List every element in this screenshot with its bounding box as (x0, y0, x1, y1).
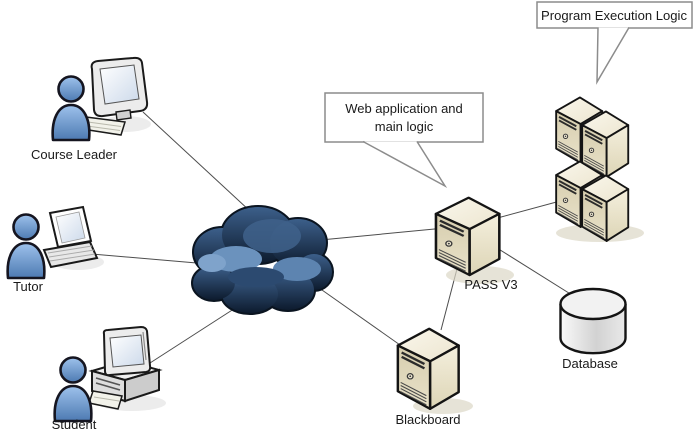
student-label: Student (52, 417, 97, 432)
blackboard-node: Blackboard (395, 327, 473, 427)
callout-pointer (596, 27, 630, 85)
monitor-screen (99, 64, 140, 105)
callout-program-execution: Program Execution Logic (536, 1, 693, 85)
pass-v3-label: PASS V3 (464, 277, 517, 292)
server-rack-icon (555, 96, 644, 242)
callout-program-label: Program Execution Logic (541, 8, 687, 23)
pass-v3-node: PASS V3 (434, 196, 518, 292)
callout-pointer (362, 140, 448, 189)
person-icon (6, 213, 46, 280)
course-leader-label: Course Leader (31, 147, 118, 162)
rack-server-2-icon (581, 110, 630, 178)
callout-box (324, 92, 484, 143)
callout-web-application: Web application and main logic (324, 92, 484, 189)
connector-passv3-database (496, 247, 581, 301)
laptop-screen (55, 211, 86, 244)
rack-server-4-icon (581, 174, 630, 242)
tower-server-icon (434, 196, 501, 277)
tutor-node: Tutor (6, 205, 104, 294)
database-label: Database (562, 356, 618, 371)
laptop-icon (42, 205, 99, 269)
database-node: Database (559, 287, 627, 371)
desktop-computer-icon (81, 56, 149, 136)
desktop-computer-icon (88, 325, 163, 410)
monitor-screen (109, 334, 145, 368)
course-leader-node: Course Leader (31, 56, 151, 162)
connector-lines (79, 111, 581, 364)
connector-student-cloud (149, 304, 241, 364)
cloud-highlights (198, 219, 321, 287)
callout-web-line1: Web application and (345, 101, 463, 116)
connector-cloud-blackboard (321, 289, 411, 353)
network-cloud-icon (191, 205, 334, 315)
person-icon (53, 356, 93, 423)
connector-cloud-passv3 (309, 227, 446, 242)
connector-course-leader-cloud (142, 111, 266, 226)
monitor-stand (115, 109, 132, 121)
student-node: Student (52, 325, 166, 432)
callout-web-line2: main logic (375, 119, 434, 134)
tower-server-icon (396, 327, 460, 411)
person-icon (51, 75, 91, 142)
tutor-label: Tutor (13, 279, 44, 294)
keyboard-icon (88, 390, 123, 410)
blackboard-label: Blackboard (395, 412, 460, 427)
